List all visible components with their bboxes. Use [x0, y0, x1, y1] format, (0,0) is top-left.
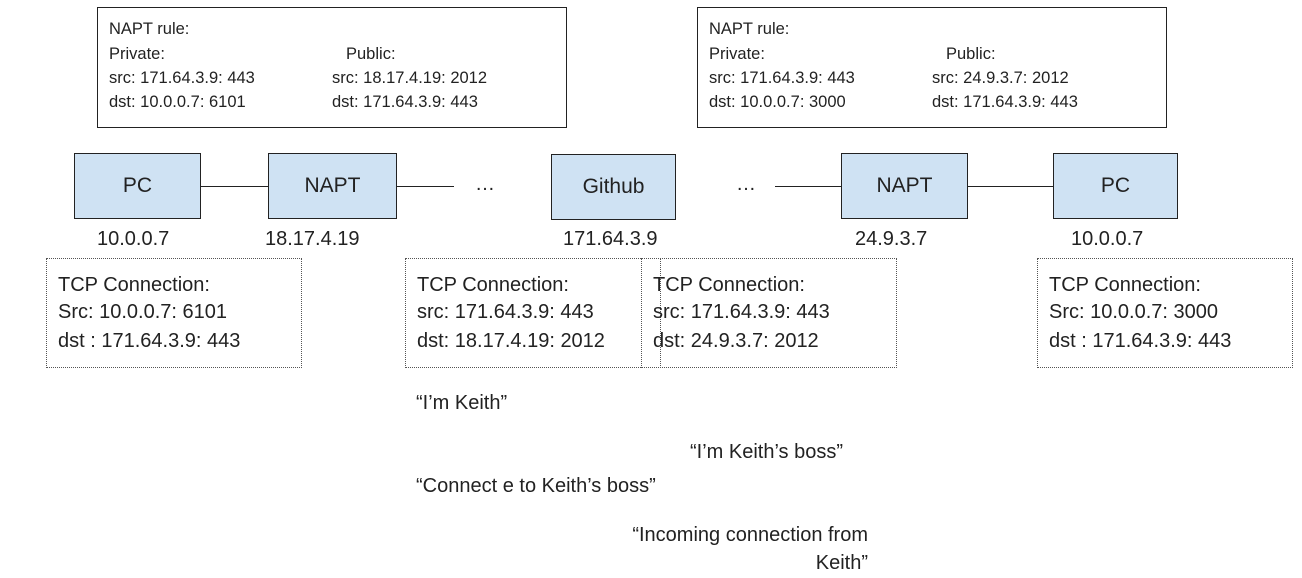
- node-napt-left: NAPT: [268, 153, 397, 219]
- link-napt-left-internet: [396, 186, 454, 187]
- link-napt-pc-right: [967, 186, 1054, 187]
- tcp-connection-github-right: TCP Connection: src: 171.64.3.9: 443 dst…: [641, 258, 897, 368]
- napt-rule-private-src: src: 171.64.3.9: 443: [109, 69, 255, 87]
- napt-rule-title: NAPT rule:: [709, 20, 790, 38]
- tcp-dst: dst: 18.17.4.19: 2012: [417, 330, 605, 352]
- ip-napt-left: 18.17.4.19: [265, 228, 360, 250]
- node-label: NAPT: [304, 174, 361, 197]
- tcp-connection-github-left: TCP Connection: src: 171.64.3.9: 443 dst…: [405, 258, 661, 368]
- node-label: Github: [582, 175, 645, 198]
- tcp-title: TCP Connection:: [1049, 274, 1201, 296]
- node-label: PC: [1100, 174, 1131, 197]
- napt-rule-title: NAPT rule:: [109, 20, 190, 38]
- node-pc-left: PC: [74, 153, 201, 219]
- link-pc-napt-left: [200, 186, 269, 187]
- node-github: Github: [551, 154, 676, 220]
- tcp-title: TCP Connection:: [653, 274, 805, 296]
- napt-rule-public-label: Public:: [346, 45, 396, 63]
- ip-pc-right: 10.0.0.7: [1071, 228, 1144, 250]
- tcp-dst: dst: 24.9.3.7: 2012: [653, 330, 819, 352]
- message-connect-to-boss: “Connect e to Keith’s boss”: [416, 475, 656, 497]
- tcp-connection-right: TCP Connection: Src: 10.0.0.7: 3000 dst …: [1037, 258, 1293, 368]
- napt-rule-public-dst: dst: 171.64.3.9: 443: [332, 93, 478, 111]
- message-incoming-line1: “Incoming connection from: [632, 524, 868, 546]
- napt-rule-public-dst: dst: 171.64.3.9: 443: [932, 93, 1078, 111]
- ellipsis-left: …: [475, 173, 495, 195]
- napt-rule-public-src: src: 24.9.3.7: 2012: [932, 69, 1069, 87]
- node-pc-right: PC: [1053, 153, 1178, 219]
- napt-rule-public-label: Public:: [946, 45, 996, 63]
- ip-napt-right: 24.9.3.7: [855, 228, 928, 250]
- tcp-title: TCP Connection:: [58, 274, 210, 296]
- message-incoming-line2: Keith”: [815, 552, 868, 574]
- napt-rule-private-label: Private:: [709, 45, 765, 63]
- napt-rule-public-src: src: 18.17.4.19: 2012: [332, 69, 488, 87]
- napt-rule-box-right: NAPT rule: Private: Public: src: 171.64.…: [697, 7, 1167, 128]
- message-incoming-connection: “Incoming connection from Keith”: [560, 521, 868, 577]
- napt-rule-private-dst: dst: 10.0.0.7: 6101: [109, 93, 246, 111]
- tcp-connection-left: TCP Connection: Src: 10.0.0.7: 6101 dst …: [46, 258, 302, 368]
- tcp-title: TCP Connection:: [417, 274, 569, 296]
- node-label: NAPT: [876, 174, 933, 197]
- ip-github: 171.64.3.9: [563, 228, 658, 250]
- napt-rule-private-label: Private:: [109, 45, 165, 63]
- tcp-src: Src: 10.0.0.7: 6101: [58, 301, 228, 323]
- link-internet-napt-right: [775, 186, 842, 187]
- message-im-keiths-boss: “I’m Keith’s boss”: [690, 441, 844, 463]
- ip-pc-left: 10.0.0.7: [97, 228, 170, 250]
- tcp-src: Src: 10.0.0.7: 3000: [1049, 301, 1219, 323]
- napt-rule-private-dst: dst: 10.0.0.7: 3000: [709, 93, 846, 111]
- tcp-dst: dst : 171.64.3.9: 443: [1049, 330, 1232, 352]
- napt-rule-private-src: src: 171.64.3.9: 443: [709, 69, 855, 87]
- napt-rule-box-left: NAPT rule: Private: Public: src: 171.64.…: [97, 7, 567, 128]
- tcp-src: src: 171.64.3.9: 443: [653, 301, 830, 323]
- node-label: PC: [122, 174, 153, 197]
- tcp-dst: dst : 171.64.3.9: 443: [58, 330, 241, 352]
- tcp-src: src: 171.64.3.9: 443: [417, 301, 594, 323]
- node-napt-right: NAPT: [841, 153, 968, 219]
- ellipsis-right: …: [736, 173, 756, 195]
- message-im-keith: “I’m Keith”: [416, 392, 508, 414]
